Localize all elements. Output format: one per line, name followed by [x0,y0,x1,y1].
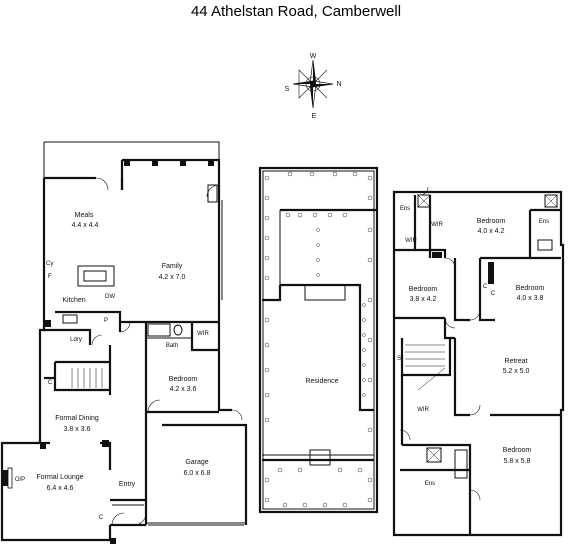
compass-s: S [285,86,290,93]
upper-floor-labels: Ens WIR WIR Bedroom 4.0 x 4.2 Ens Bedroo… [397,206,549,487]
closet-label: C [48,380,53,386]
ground-floor-plan [0,141,248,544]
closet-2-label: C [491,291,496,297]
bedroom-4-label: Bedroom [503,447,532,454]
formal-lounge-dimensions: 6.4 x 4.6 [47,485,74,492]
garage-dimensions: 6.0 x 6.8 [184,470,211,477]
pantry-label: P [104,318,108,324]
bedroom-3-label: Bedroom [516,285,545,292]
family-dimensions: 4.2 x 7.0 [159,274,186,281]
bedroom-1-label: Bedroom [477,218,506,225]
kitchen-label: Kitchen [62,297,85,304]
meals-dimensions: 4.4 x 4.4 [72,222,99,229]
bedroom-dimensions: 4.2 x 3.6 [170,386,197,393]
ens-1-label: Ens [400,206,410,212]
compass-n: N [336,81,341,88]
entry-closet-label: C [99,515,104,521]
ground-floor-labels: Meals 4.4 x 4.4 Family 4.2 x 7.0 Cy F Ki… [15,212,211,521]
dw-label: DW [105,294,115,300]
meals-label: Meals [75,212,94,219]
bedroom-2-dimensions: 3.8 x 4.2 [410,296,437,303]
formal-dining-label: Formal Dining [55,415,99,422]
retreat-dimensions: 5.2 x 5.0 [503,368,530,375]
bedroom-2-label: Bedroom [409,286,438,293]
bedroom-1-dimensions: 4.0 x 4.2 [478,228,505,235]
ens-2-label: Ens [539,219,549,225]
bath-label: Bath [166,343,178,349]
wir-2-label: WIR [431,222,443,228]
upper-floor-plan [392,186,565,537]
ens-3-label: Ens [425,481,435,487]
op-label: O/P [15,477,25,483]
wir-3-label: WIR [417,407,429,413]
retreat-label: Retreat [505,358,528,365]
site-residence-label: Residence [305,378,338,385]
family-label: Family [162,263,183,270]
cy-label: Cy [46,261,53,267]
compass-w: W [310,53,317,60]
bedroom-4-dimensions: 5.8 x 5.8 [504,458,531,465]
f-label: F [48,274,52,280]
garage-label: Garage [185,459,208,466]
closet-1-label: C [483,284,488,290]
formal-lounge-label: Formal Lounge [36,474,83,481]
compass-e: E [312,113,317,120]
laundry-label: Ldry [70,337,82,343]
entry-label: Entry [119,481,136,488]
wir-label: WIR [197,331,209,337]
page-title: 44 Athelstan Road, Camberwell [191,3,401,20]
bedroom-label: Bedroom [169,376,198,383]
wir-1-label: WIR [405,238,417,244]
store-label: S [397,356,401,362]
site-plan: Residence [258,166,379,514]
bedroom-3-dimensions: 4.0 x 3.8 [517,295,544,302]
compass-rose: W S N E [285,53,342,120]
formal-dining-dimensions: 3.8 x 3.6 [64,426,91,433]
